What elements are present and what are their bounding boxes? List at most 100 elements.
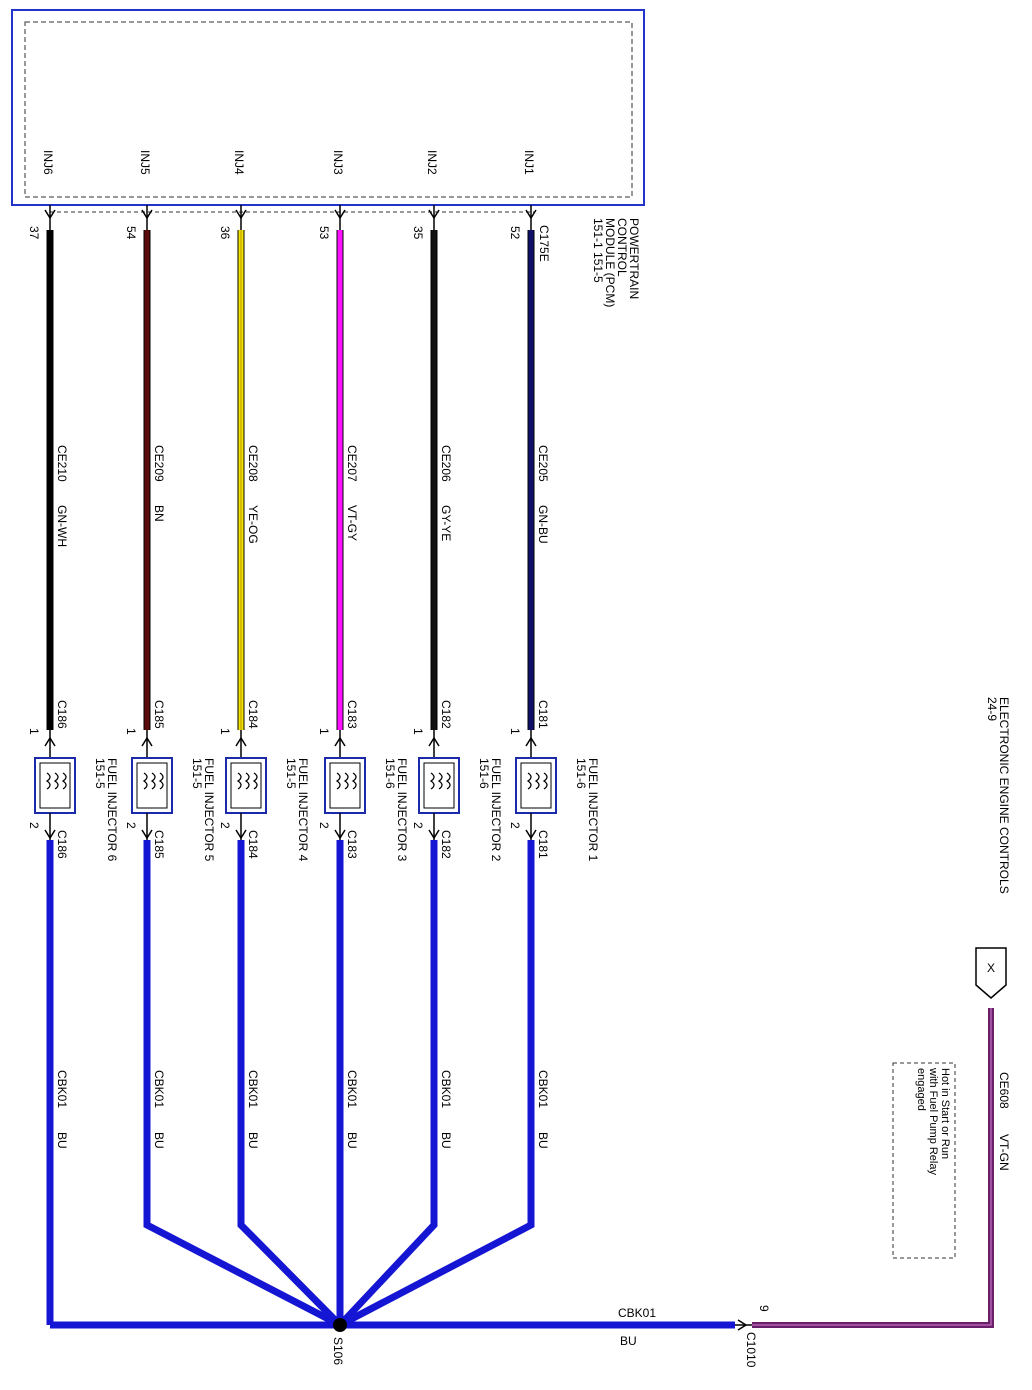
fuel-injector-inner — [39, 762, 71, 809]
pcm-pin-label: INJ3 — [331, 150, 345, 175]
signal-circuit-label: CE208 — [246, 445, 260, 482]
ground-color-label: BU — [152, 1132, 166, 1149]
pcm-pin-label: INJ2 — [425, 150, 439, 175]
injector-pin-bottom: 2 — [317, 822, 331, 829]
injector-pin-arrow-bottom — [334, 829, 346, 840]
injector-connector-bottom: C186 — [55, 830, 69, 859]
injector-connector-bottom: C183 — [345, 830, 359, 859]
fuel-injector-body — [131, 757, 173, 814]
injector-pin-arrow-bottom — [44, 829, 56, 840]
pcm-terminal-number: 36 — [218, 226, 232, 240]
injector-pin-arrow-bottom — [525, 829, 537, 840]
injector-label: FUEL INJECTOR 5 — [202, 758, 216, 862]
note-text: Hot in Start or Run — [939, 1068, 951, 1159]
page-reference-label: ELECTRONIC ENGINE CONTROLS — [997, 697, 1011, 894]
injector-pin-bottom: 2 — [508, 822, 522, 829]
feed-wire-stripe — [752, 1008, 992, 1326]
fuel-injector-body — [324, 757, 366, 814]
note-text: engaged — [915, 1068, 927, 1111]
injector-pin-top: 1 — [411, 728, 425, 735]
injector-label: FUEL INJECTOR 2 — [489, 758, 503, 862]
feed-circuit-label: CE608 — [997, 1072, 1011, 1109]
splice-dot — [333, 1318, 347, 1332]
injector-connector-top: C186 — [55, 700, 69, 729]
note-text: with Fuel Pump Relay — [927, 1067, 939, 1175]
ground-wire — [143, 840, 342, 1329]
ground-circuit-label: CBK01 — [55, 1070, 69, 1108]
pcm-terminal-number: 35 — [411, 226, 425, 240]
injector-connector-bottom: C181 — [536, 830, 550, 859]
injector-pin-arrow-bottom — [141, 829, 153, 840]
signal-color-label: GN-WH — [55, 505, 69, 547]
bus-color-label: BU — [620, 1334, 637, 1348]
injector-connector-top: C181 — [536, 700, 550, 729]
injector-pin-bottom: 2 — [411, 822, 425, 829]
ground-color-label: BU — [439, 1132, 453, 1149]
coil-icon — [429, 772, 451, 790]
inline-connector-label: C1010 — [744, 1332, 758, 1368]
splice-label: S106 — [331, 1337, 345, 1365]
injector-pin-top: 1 — [317, 728, 331, 735]
injector-label: FUEL INJECTOR 3 — [395, 758, 409, 862]
injector-label: 151-6 — [383, 758, 397, 789]
ground-circuit-label: CBK01 — [246, 1070, 260, 1108]
fuel-injector-inner — [329, 762, 361, 809]
injector-label: 151-6 — [574, 758, 588, 789]
pcm-label-line: POWERTRAIN — [627, 218, 641, 299]
coil-icon — [236, 772, 258, 790]
fuel-injector-body — [225, 757, 267, 814]
pcm-label-line: 151-1 151-5 — [591, 218, 605, 283]
injector-connector-top: C183 — [345, 700, 359, 729]
coil-icon — [142, 772, 164, 790]
pcm-terminal-number: 53 — [317, 226, 331, 240]
note-box — [892, 1062, 956, 1259]
injector-label: 151-5 — [93, 758, 107, 789]
signal-circuit-label: CE205 — [536, 445, 550, 482]
fuel-injector-body — [34, 757, 76, 814]
injector-label: 151-6 — [477, 758, 491, 789]
bus-circuit-label: CBK01 — [618, 1306, 656, 1320]
signal-circuit-label: CE210 — [55, 445, 69, 482]
injector-pin-bottom: 2 — [27, 822, 41, 829]
ground-circuit-label: CBK01 — [536, 1070, 550, 1108]
fuel-injector-inner — [230, 762, 262, 809]
pcm-terminal-number: 54 — [124, 226, 138, 240]
ground-wire — [337, 840, 438, 1328]
fuel-injector-body — [515, 757, 557, 814]
pcm-module-inner — [24, 21, 633, 198]
signal-color-label: GN-BU — [536, 505, 550, 544]
injector-label: 151-5 — [284, 758, 298, 789]
pcm-connector-label: C175E — [537, 225, 551, 262]
injector-pin-top: 1 — [218, 728, 232, 735]
feed-wire — [752, 1008, 994, 1328]
pcm-label-line: CONTROL — [615, 218, 629, 277]
pcm-terminal-number: 37 — [27, 226, 41, 240]
page-reference-label: 24-9 — [985, 697, 999, 721]
ground-color-label: BU — [536, 1132, 550, 1149]
signal-color-label: BN — [152, 505, 166, 522]
ground-circuit-label: CBK01 — [345, 1070, 359, 1108]
injector-pin-top: 1 — [27, 728, 41, 735]
ground-wire — [338, 840, 535, 1329]
injector-label: 151-5 — [190, 758, 204, 789]
inline-connector-pin: 9 — [757, 1305, 771, 1312]
inline-connector-arrow — [737, 1319, 748, 1331]
signal-color-label: YE-OG — [246, 505, 260, 544]
ground-circuit-label: CBK01 — [152, 1070, 166, 1108]
injector-label: FUEL INJECTOR 1 — [586, 758, 600, 862]
pcm-pin-label: INJ1 — [522, 150, 536, 175]
pcm-label-line: MODULE (PCM) — [603, 218, 617, 307]
injector-connector-top: C182 — [439, 700, 453, 729]
signal-circuit-label: CE206 — [439, 445, 453, 482]
injector-connector-bottom: C185 — [152, 830, 166, 859]
pcm-pin-label: INJ6 — [41, 150, 55, 175]
injector-connector-top: C185 — [152, 700, 166, 729]
coil-icon — [335, 772, 357, 790]
ground-color-label: BU — [246, 1132, 260, 1149]
signal-circuit-label: CE209 — [152, 445, 166, 482]
